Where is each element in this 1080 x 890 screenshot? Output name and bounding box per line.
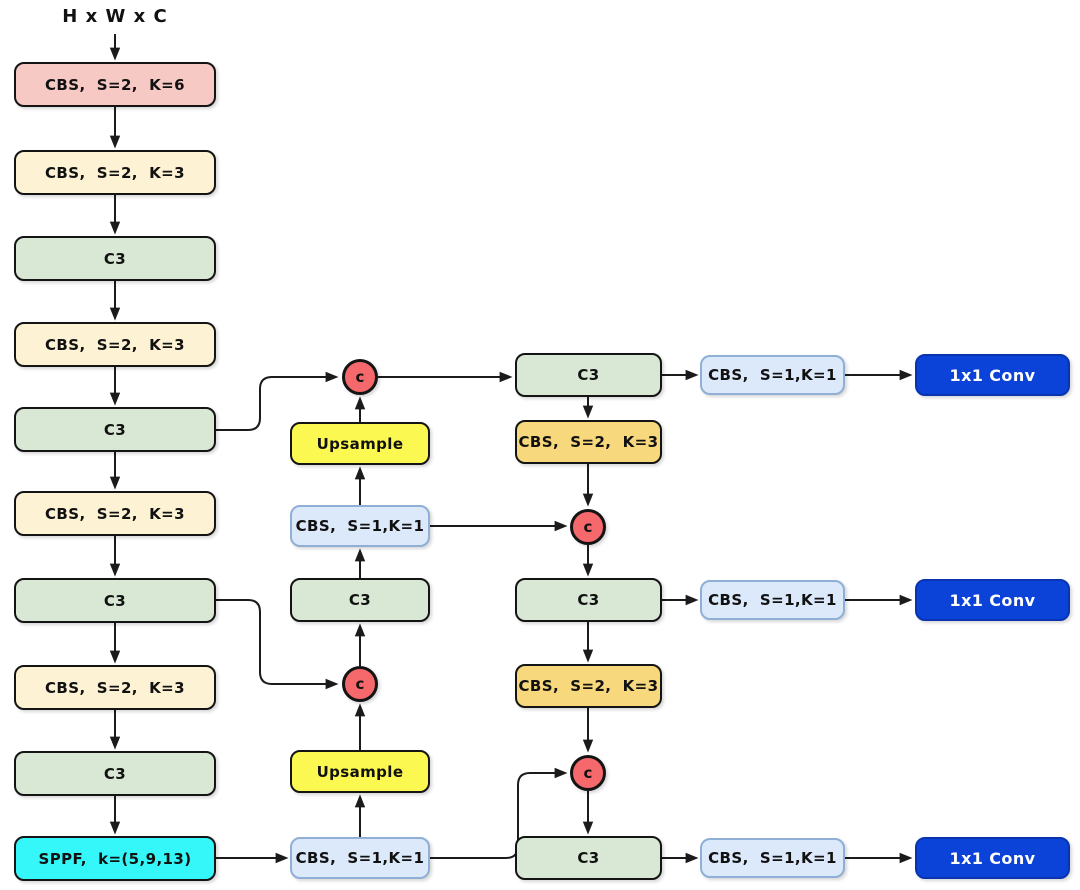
node-c3-head-1: C3 bbox=[515, 353, 662, 397]
node-cbs-down3: CBS, S=2, K=3 bbox=[14, 491, 216, 536]
node-cbs-down1: CBS, S=2, K=3 bbox=[14, 150, 216, 195]
node-c3-2: C3 bbox=[14, 407, 216, 452]
node-c3-3: C3 bbox=[14, 578, 216, 623]
node-cbs-down2: CBS, S=2, K=3 bbox=[14, 322, 216, 367]
node-c3-1: C3 bbox=[14, 236, 216, 281]
node-conv1x1-1: 1x1 Conv bbox=[915, 354, 1070, 396]
node-cbs-out-1: CBS, S=1,K=1 bbox=[700, 355, 845, 395]
node-cbs-down4: CBS, S=2, K=3 bbox=[14, 665, 216, 710]
node-c3-head-2: C3 bbox=[515, 578, 662, 622]
node-conv1x1-2: 1x1 Conv bbox=[915, 579, 1070, 621]
node-c3-4: C3 bbox=[14, 751, 216, 796]
node-upsample-1: Upsample bbox=[290, 422, 430, 465]
node-cbs-head-2: CBS, S=2, K=3 bbox=[515, 664, 662, 708]
node-upsample-2: Upsample bbox=[290, 750, 430, 793]
node-cbs-out-2: CBS, S=1,K=1 bbox=[700, 580, 845, 620]
node-conv1x1-3: 1x1 Conv bbox=[915, 837, 1070, 879]
concat-node-3: c bbox=[570, 509, 606, 545]
node-cbs-out-3: CBS, S=1,K=1 bbox=[700, 838, 845, 878]
node-sppf: SPPF, k=(5,9,13) bbox=[14, 836, 216, 881]
concat-node-4: c bbox=[570, 755, 606, 791]
node-cbs-head-1: CBS, S=2, K=3 bbox=[515, 420, 662, 464]
node-cbs-stem: CBS, S=2, K=6 bbox=[14, 62, 216, 107]
node-cbs-neck-2: CBS, S=1,K=1 bbox=[290, 837, 430, 879]
input-tensor-label: H x W x C bbox=[62, 6, 168, 27]
node-c3-neck: C3 bbox=[290, 578, 430, 622]
concat-node-1: c bbox=[342, 359, 378, 395]
node-cbs-neck-1: CBS, S=1,K=1 bbox=[290, 505, 430, 547]
node-c3-head-3: C3 bbox=[515, 836, 662, 880]
concat-node-2: c bbox=[342, 666, 378, 702]
